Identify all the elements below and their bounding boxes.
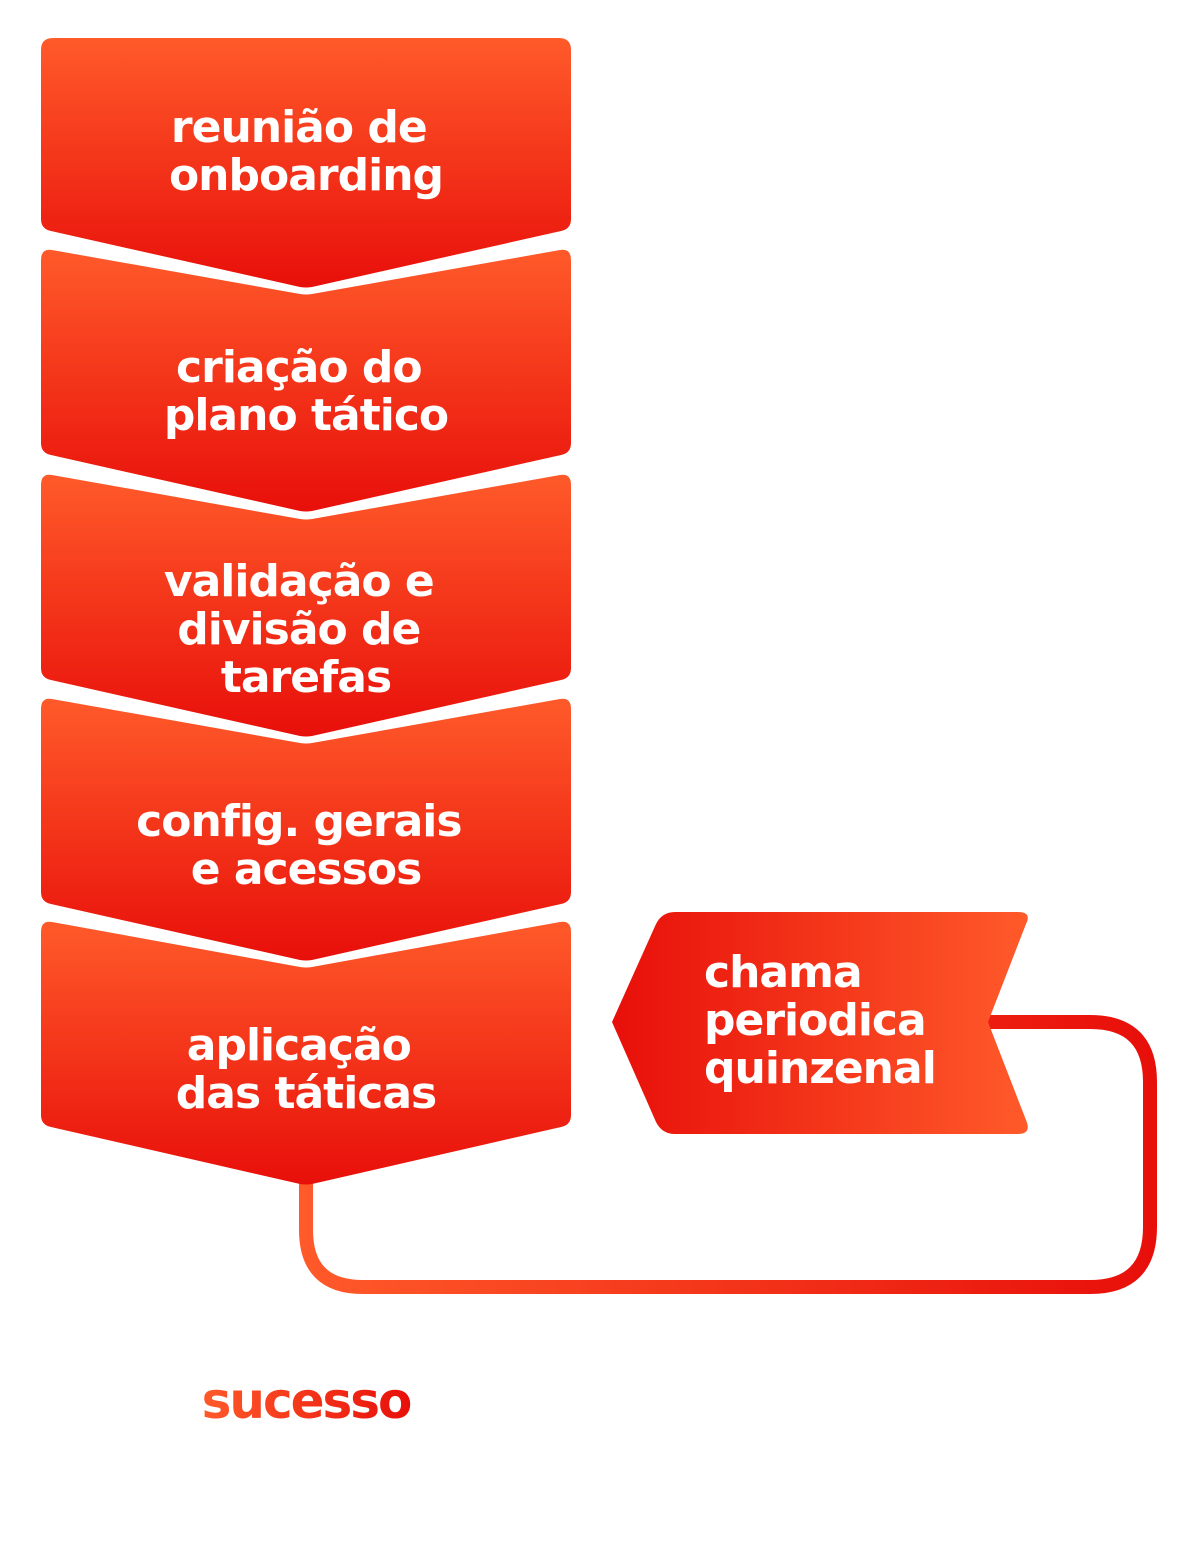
step-4-line-1: config. gerais — [136, 796, 461, 847]
step-5-line-2: das táticas — [176, 1068, 437, 1119]
step-1-shape — [41, 38, 571, 288]
success-label: sucesso — [202, 1372, 411, 1430]
step-3-line-1: validação e — [164, 556, 434, 607]
step-2-shape — [41, 249, 571, 512]
step-2-line-2: plano tático — [164, 390, 448, 441]
svg-text:aplicação das táticas: aplicação das táticas — [176, 1020, 437, 1119]
loop-step-line-1: chama — [704, 947, 862, 998]
step-5-shape — [41, 921, 571, 1185]
step-4: config. gerais e acessos — [41, 698, 571, 961]
loop-connector — [299, 1015, 1157, 1294]
step-1: reunião de onboarding — [41, 38, 571, 288]
step-3-line-2: divisão de — [177, 604, 420, 655]
svg-text:chama periodica qu: chama periodica quinzenal — [704, 947, 940, 1094]
loop-step-line-2: periodica — [704, 995, 926, 1046]
step-5-line-1: aplicação — [187, 1020, 411, 1071]
svg-text:reunião de onboarding: reunião de onboarding — [169, 102, 443, 201]
step-1-line-2: onboarding — [169, 150, 443, 201]
svg-text:config. gerais e acesso: config. gerais e acessos — [136, 796, 476, 895]
step-2: criação do plano tático — [41, 249, 571, 512]
step-4-line-2: e acessos — [191, 844, 422, 895]
loop-step: chama periodica quinzenal — [612, 912, 1028, 1134]
step-3-line-3: tarefas — [221, 652, 391, 703]
step-3: validação e divisão de tarefas — [41, 474, 571, 737]
step-5: aplicação das táticas — [41, 921, 571, 1185]
step-2-line-1: criação do — [176, 342, 422, 393]
svg-text:validação e divisão de: validação e divisão de tarefas — [164, 556, 448, 703]
loop-step-shape — [612, 912, 1028, 1134]
loop-step-line-3: quinzenal — [704, 1043, 936, 1094]
step-3-shape — [41, 474, 571, 737]
step-4-shape — [41, 698, 571, 961]
svg-text:criação do plano tático: criação do plano tático — [164, 342, 448, 441]
step-1-line-1: reunião de — [171, 102, 427, 153]
